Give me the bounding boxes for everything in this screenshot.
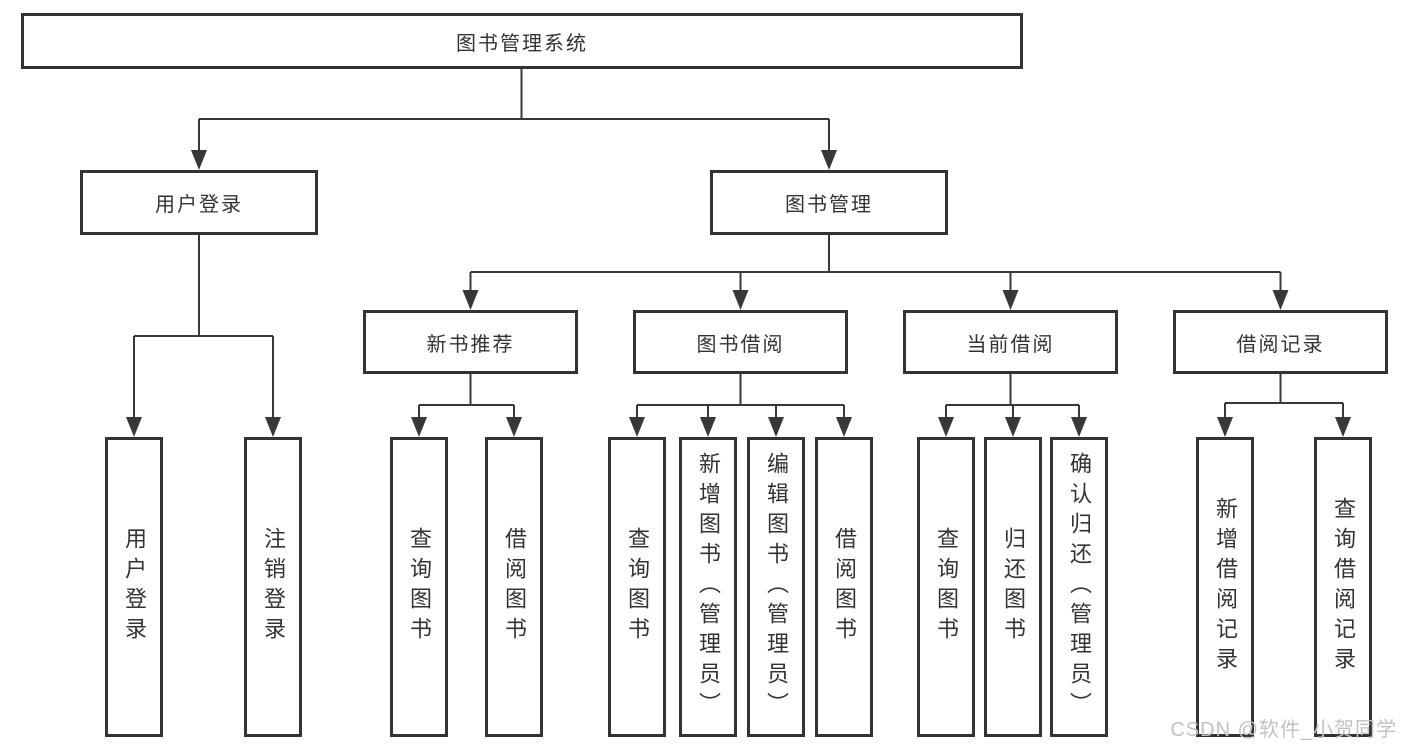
node-borrowing-records: 借阅记录 [1173, 310, 1388, 374]
node-label: 用户登录 [155, 194, 243, 216]
leaf-query-books-current: 查询图书 [917, 437, 975, 737]
watermark: CSDN @软件_小贺同学 [1170, 719, 1397, 741]
node-label: 借阅记录 [1236, 333, 1325, 356]
leaf-label: 新增借阅记录 [1213, 497, 1238, 677]
node-book-borrowing: 图书借阅 [633, 310, 848, 374]
leaf-borrow-books-recommend: 借阅图书 [485, 437, 543, 737]
leaf-edit-books-admin: 编辑图书（管理员） [747, 437, 805, 737]
leaf-label: 归还图书 [1001, 527, 1026, 647]
leaf-label: 查询图书 [934, 527, 959, 647]
leaf-label: 新增图书（管理员） [696, 452, 721, 722]
node-library-system: 图书管理系统 [21, 13, 1023, 69]
node-label: 图书借阅 [696, 333, 785, 356]
node-book-management: 图书管理 [710, 170, 948, 235]
leaf-add-borrow-record: 新增借阅记录 [1196, 437, 1254, 737]
node-current-borrowing: 当前借阅 [903, 310, 1118, 374]
leaf-borrow-books-borrowing: 借阅图书 [815, 437, 873, 737]
leaf-query-books-borrowing: 查询图书 [608, 437, 666, 737]
node-label: 当前借阅 [966, 333, 1055, 356]
leaf-label: 确认归还（管理员） [1067, 452, 1092, 722]
leaf-query-borrow-record: 查询借阅记录 [1314, 437, 1372, 737]
leaf-label: 查询图书 [407, 527, 432, 647]
leaf-label: 编辑图书（管理员） [764, 452, 789, 722]
leaf-label: 借阅图书 [502, 527, 527, 647]
leaf-label: 用户登录 [122, 527, 147, 647]
leaf-logout-login: 注销登录 [244, 437, 302, 737]
leaf-label: 查询图书 [625, 527, 650, 647]
leaf-label: 注销登录 [261, 527, 286, 647]
node-label: 图书管理系统 [456, 32, 588, 55]
node-user-login: 用户登录 [80, 170, 318, 235]
node-label: 图书管理 [785, 194, 873, 216]
leaf-label: 查询借阅记录 [1331, 497, 1356, 677]
leaf-add-books-admin: 新增图书（管理员） [679, 437, 737, 737]
leaf-confirm-return-admin: 确认归还（管理员） [1050, 437, 1108, 737]
leaf-query-books-recommend: 查询图书 [390, 437, 448, 737]
leaf-label: 借阅图书 [832, 527, 857, 647]
leaf-return-books: 归还图书 [984, 437, 1042, 737]
node-label: 新书推荐 [426, 333, 515, 356]
leaf-user-login: 用户登录 [105, 437, 163, 737]
node-new-book-recommendation: 新书推荐 [363, 310, 578, 374]
